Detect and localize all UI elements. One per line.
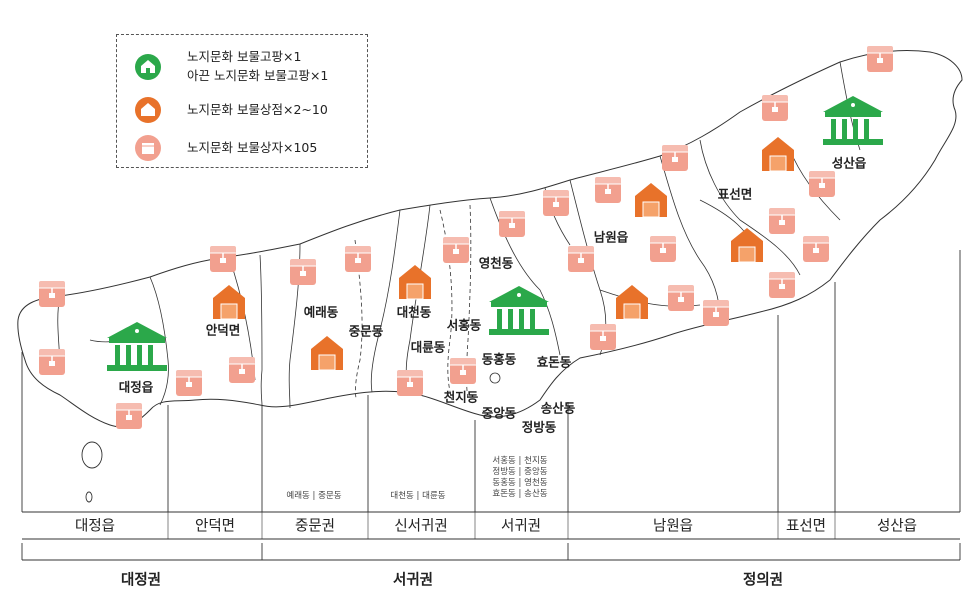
subnote-jungmun: 예래동 | 중문동 [286,491,342,501]
treasure-box-icon [702,299,730,327]
legend-label: 노지문화 보물상점×2~10 [187,102,328,117]
place-label-jeongbang: 정방동 [521,419,557,435]
subnote-seogwi-4: 효돈동 | 송산동 [492,489,548,499]
treasure-box-icon [209,245,237,273]
place-label-songsan: 송산동 [540,400,576,416]
group-label-daejeong: 대정권 [120,572,162,589]
legend-label: 노지문화 보물상자×105 [187,140,318,155]
strip-label: 남원읍 [652,518,694,535]
treasure-box-icon [649,235,677,263]
treasure-box-icon [38,348,66,376]
treasure-box-icon [498,210,526,238]
group-label-jeongui: 정의권 [742,572,784,589]
treasure-box-icon [344,245,372,273]
place-label-seohong: 서홍동 [446,317,482,333]
strip-label: 중문권 [294,518,336,535]
treasure-box-icon [115,402,143,430]
marado-island [81,441,103,469]
treasure-box-icon [289,258,317,286]
legend-label: 노지문화 보물고팡×1 [187,49,302,64]
map-legend: 노지문화 보물고팡×1 아끈 노지문화 보물고팡×1 노지문화 보물상점×2~1… [116,34,368,168]
treasure-box-icon [808,170,836,198]
warehouse-icon [135,54,161,80]
place-label-daejeong: 대정읍 [118,379,154,395]
treasure-box-icon [761,94,789,122]
group-label-seogwi: 서귀권 [392,572,434,589]
subnote-sinseogwi: 대천동 | 대륜동 [390,491,446,501]
treasure-box-icon [866,45,894,73]
treasure-box-icon [667,284,695,312]
strip-label: 신서귀권 [394,518,448,535]
place-label-hyodon: 효돈동 [536,354,572,370]
place-label-daeryun: 대륜동 [410,339,446,355]
store-icon [135,97,161,123]
place-label-daecheon: 대천동 [396,304,432,320]
subnote-seogwi-3: 동홍동 | 영천동 [492,478,548,488]
treasure-box-icon [449,357,477,385]
strip-label: 표선면 [785,518,827,535]
treasure-box-icon [768,207,796,235]
place-label-donghong: 동홍동 [481,351,517,367]
place-label-yeongcheon: 영천동 [478,255,514,271]
place-label-seongsan: 성산읍 [831,155,867,171]
treasure-box-icon [396,369,424,397]
place-label-cheonji: 천지동 [443,389,479,405]
treasure-box-icon [589,323,617,351]
treasure-box-icon [542,189,570,217]
place-label-jungmun: 중문동 [348,323,384,339]
legend-label: 아끈 노지문화 보물고팡×1 [187,68,329,83]
small-island [85,491,93,503]
box-icon [135,135,161,161]
treasure-box-icon [228,356,256,384]
strip-label: 서귀권 [500,518,542,535]
place-label-andeok: 안덕면 [205,322,241,338]
legend-item-box: 노지문화 보물상자×105 [117,135,367,161]
strip-label: 성산읍 [876,518,918,535]
treasure-box-icon [442,236,470,264]
treasure-box-icon [567,245,595,273]
treasure-box-icon [661,144,689,172]
center-marker [489,372,501,384]
place-label-namwon: 남원읍 [593,229,629,245]
place-label-pyoseon: 표선면 [717,186,753,202]
treasure-box-icon [594,176,622,204]
treasure-box-icon [802,235,830,263]
strip-label: 안덕면 [194,518,236,535]
island-outline [17,50,963,428]
strip-label: 대정읍 [74,518,116,535]
treasure-box-icon [768,271,796,299]
legend-item-warehouse: 노지문화 보물고팡×1 아끈 노지문화 보물고팡×1 [117,47,367,87]
subnote-seogwi-2: 정방동 | 중앙동 [492,467,548,477]
place-label-yerae: 예래동 [303,304,339,320]
treasure-box-icon [175,369,203,397]
legend-item-store: 노지문화 보물상점×2~10 [117,97,367,123]
treasure-box-icon [38,280,66,308]
place-label-jungang: 중앙동 [481,405,517,421]
subnote-seogwi-1: 서홍동 | 천지동 [492,456,548,466]
